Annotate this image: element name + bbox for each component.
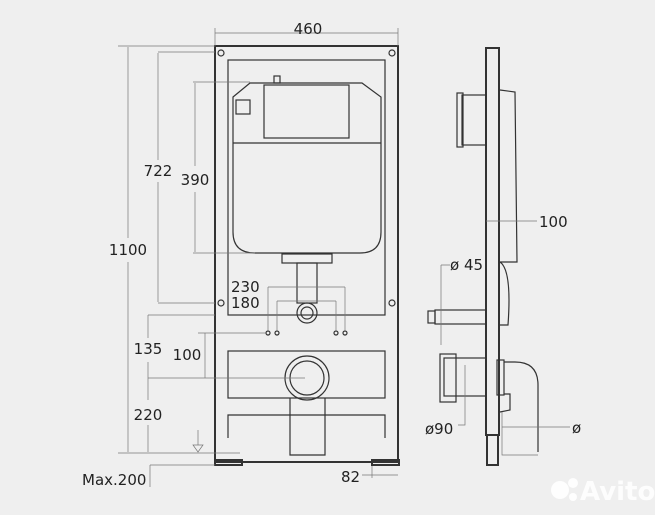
- dim-diameter-90: ø90: [425, 420, 453, 438]
- dim-spacing-180: 180: [231, 294, 260, 312]
- screw-icon: [217, 299, 225, 307]
- dim-height-1100: 1100: [109, 241, 147, 259]
- side-view: [427, 47, 539, 466]
- dim-foot-82: 82: [341, 468, 360, 486]
- dim-height-722: 722: [144, 162, 173, 180]
- dim-depth-100: 100: [539, 213, 568, 231]
- cistern-outlet: [281, 253, 333, 264]
- screw-icon: [217, 49, 225, 57]
- dim-height-135: 135: [134, 340, 163, 358]
- front-dimensions: 460 1100 722 390 230 180 135 220 100 Max…: [82, 20, 399, 489]
- dim-diameter-blank: ø: [572, 419, 581, 437]
- frame-outer: [214, 45, 399, 463]
- screw-icon: [388, 49, 396, 57]
- dim-height-100: 100: [173, 346, 202, 364]
- foot-left: [214, 459, 243, 466]
- flush-button-side: [461, 94, 487, 146]
- dim-height-220: 220: [134, 406, 163, 424]
- avito-watermark: Avito: [551, 477, 655, 507]
- dim-spacing-230: 230: [231, 278, 260, 296]
- water-inlet-pipe: [434, 309, 487, 325]
- dim-height-390: 390: [181, 171, 210, 189]
- dim-max-200: Max.200: [82, 471, 146, 489]
- watermark-text: Avito: [580, 477, 655, 507]
- flush-pipe-ring: [296, 302, 318, 324]
- front-view: [192, 45, 400, 466]
- dim-diameter-45: ø 45: [450, 256, 483, 274]
- side-dimensions: 100 ø 45 ø90 ø: [425, 213, 581, 456]
- frame-inner-panel: [227, 59, 386, 316]
- lower-panel: [227, 350, 386, 399]
- screw-icon: [388, 299, 396, 307]
- dim-width: 460: [294, 20, 323, 38]
- cistern: [232, 82, 382, 254]
- cistern-lid: [263, 84, 350, 139]
- foot-right: [371, 459, 400, 466]
